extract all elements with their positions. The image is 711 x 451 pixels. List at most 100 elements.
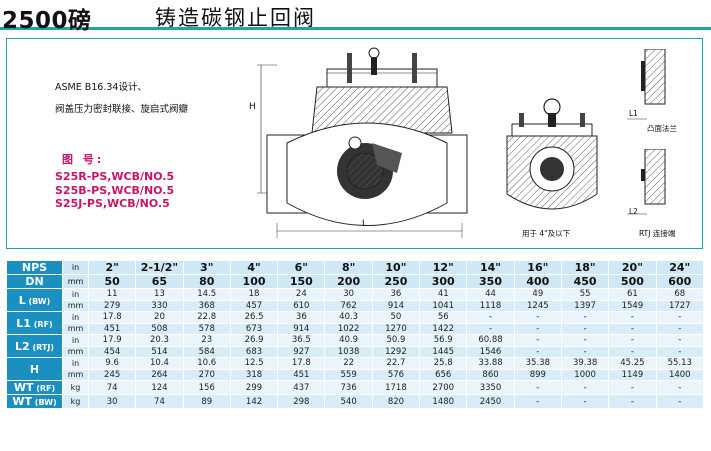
model-code-2: S25B-PS,WCB/NO.5: [55, 184, 175, 197]
table-cell: -: [513, 334, 562, 347]
group-label: H: [6, 357, 63, 381]
table-cell: 1422: [419, 322, 468, 335]
table-cell: 56.9: [419, 334, 468, 347]
table-cell: -: [655, 380, 705, 395]
row-label-text: H: [29, 362, 40, 376]
table-cell: 914: [371, 299, 421, 312]
table-cell: 437: [277, 380, 326, 395]
dn-value: 80: [182, 274, 231, 289]
nps-value: 2-1/2": [135, 260, 184, 275]
row-label-sub: (RF): [30, 319, 53, 329]
table-cell: 17.9: [87, 334, 137, 347]
table-cell: 578: [182, 322, 231, 335]
dn-value: 100: [229, 274, 279, 289]
table-cell: 2700: [419, 380, 468, 395]
dim-label-l1: L1: [629, 109, 638, 118]
dn-value: 65: [135, 274, 184, 289]
table-cell: 142: [229, 394, 279, 409]
table-cell: 55: [560, 288, 610, 301]
table-cell: -: [466, 322, 515, 335]
table-cell: 18: [229, 288, 279, 301]
table-cell: 1546: [466, 345, 515, 358]
table-cell: 1397: [560, 299, 610, 312]
table-cell: 25.8: [419, 357, 468, 370]
table-cell: 36.5: [277, 334, 326, 347]
table-cell: 1292: [371, 345, 421, 358]
dn-value: 400: [513, 274, 562, 289]
table-cell: -: [513, 345, 562, 358]
dn-value: 200: [324, 274, 373, 289]
table-cell: -: [560, 345, 610, 358]
dim-label-l: L: [362, 219, 368, 229]
table-cell: 3350: [466, 380, 515, 395]
table-cell: 1038: [324, 345, 373, 358]
table-cell: 11: [87, 288, 137, 301]
dn-value: 50: [87, 274, 137, 289]
nps-value: 3": [182, 260, 231, 275]
table-cell: 1270: [371, 322, 421, 335]
unit-cell: in: [62, 334, 89, 347]
table-cell: 610: [277, 299, 326, 312]
unit-cell: in: [62, 311, 89, 324]
table-cell: 820: [371, 394, 421, 409]
table-cell: -: [513, 311, 562, 324]
page-title: 2500磅: [2, 8, 92, 34]
dn-value: 350: [466, 274, 515, 289]
table-cell: 36: [371, 288, 421, 301]
row-label-sub: (RTJ): [29, 342, 54, 352]
nps-value: 18": [560, 260, 610, 275]
table-cell: -: [513, 394, 562, 409]
unit-cell: mm: [62, 299, 89, 312]
dim-label-h: H: [249, 102, 256, 112]
table-cell: 61: [608, 288, 657, 301]
table-cell: 1000: [560, 368, 610, 381]
table-cell: -: [560, 380, 610, 395]
caption-4in: 用于 4"及以下: [522, 229, 571, 238]
table-cell: 540: [324, 394, 373, 409]
table-cell: -: [560, 322, 610, 335]
row-label-text: L2: [14, 339, 30, 353]
nps-value: 16": [513, 260, 562, 275]
dn-value: 150: [277, 274, 326, 289]
weight-label: WT (RF): [6, 380, 63, 395]
table-cell: 22: [324, 357, 373, 370]
table-cell: 270: [182, 368, 231, 381]
dn-value: 600: [655, 274, 705, 289]
group-label: L2 (RTJ): [6, 334, 63, 358]
table-cell: 860: [466, 368, 515, 381]
table-cell: -: [608, 322, 657, 335]
dim-label-l2: L2: [629, 207, 638, 216]
table-cell: -: [655, 311, 705, 324]
table-cell: 26.9: [229, 334, 279, 347]
rtj-flange-detail: [627, 149, 666, 215]
table-cell: 30: [87, 394, 137, 409]
table-cell: -: [513, 380, 562, 395]
unit-cell: in: [62, 260, 89, 275]
table-cell: 1480: [419, 394, 468, 409]
weight-label: WT (BW): [6, 394, 63, 409]
rf-flange-detail: [627, 49, 666, 120]
table-cell: 914: [277, 322, 326, 335]
page-subtitle: 铸造碳钢止回阀: [155, 6, 316, 30]
table-cell: 156: [182, 380, 231, 395]
unit-cell: in: [62, 357, 89, 370]
table-cell: 50.9: [371, 334, 421, 347]
table-cell: 1445: [419, 345, 468, 358]
unit-cell: mm: [62, 368, 89, 381]
table-cell: -: [655, 394, 705, 409]
table-cell: 41: [419, 288, 468, 301]
figure-label: 图 号:: [62, 153, 105, 166]
table-cell: 673: [229, 322, 279, 335]
row-label-text: WT: [12, 395, 33, 408]
table-cell: 14.5: [182, 288, 231, 301]
group-label: L1 (RF): [6, 311, 63, 335]
table-cell: 60.88: [466, 334, 515, 347]
nps-value: 8": [324, 260, 373, 275]
table-cell: -: [608, 311, 657, 324]
table-cell: -: [560, 311, 610, 324]
nps-value: 14": [466, 260, 515, 275]
table-cell: 559: [324, 368, 373, 381]
